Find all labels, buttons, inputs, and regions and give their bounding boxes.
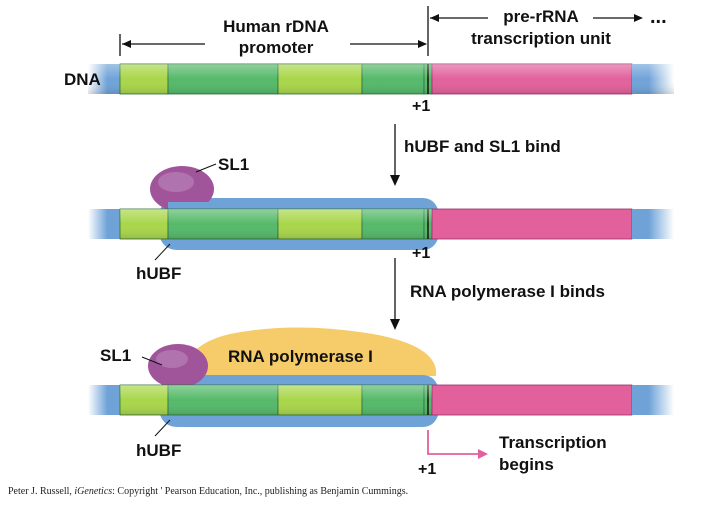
step-arrow-1 — [390, 124, 400, 186]
transcription-unit-label-line2: transcription unit — [471, 29, 611, 48]
sl1-leader-2 — [141, 356, 163, 366]
plus-one-label-1: +1 — [412, 98, 430, 115]
sl1-label-1: SL1 — [218, 155, 249, 174]
transcription-label-line1: Transcription — [499, 433, 607, 452]
hubf-label-1: hUBF — [136, 264, 181, 283]
step-arrow-2 — [390, 258, 400, 330]
sl1-protein-row-2 — [150, 166, 214, 212]
step-1-label: hUBF and SL1 bind — [404, 137, 561, 156]
hubf-leader-2 — [154, 419, 171, 437]
step-2-label: RNA polymerase I binds — [410, 282, 605, 301]
dna-label: DNA — [64, 70, 101, 89]
ellipsis: ... — [650, 6, 667, 28]
sl1-leader-1 — [195, 163, 217, 173]
promoter-label-line2: promoter — [239, 38, 314, 57]
credit-book: iGenetics — [74, 486, 113, 497]
sl1-label-2: SL1 — [100, 346, 131, 365]
promoter-label-line1: Human rDNA — [223, 17, 329, 36]
transcription-unit-label-line1: pre-rRNA — [503, 7, 579, 26]
transcription-unit-arrows — [430, 14, 643, 22]
hubf-label-2: hUBF — [136, 441, 181, 460]
copyright-credit: Peter J. Russell, iGenetics: Copyright '… — [8, 486, 408, 497]
dna-row-1 — [88, 63, 674, 95]
rna-polymerase-label: RNA polymerase I — [228, 347, 373, 366]
sl1-protein-row-3 — [148, 344, 208, 388]
credit-rest: : Copyright ' Pearson Education, Inc., p… — [112, 486, 409, 497]
rna-polymerase-shape — [186, 327, 436, 376]
hubf-leader-1 — [154, 243, 171, 261]
credit-author: Peter J. Russell, — [8, 486, 75, 497]
promoter-bracket — [119, 6, 429, 56]
transcription-label-line2: begins — [499, 455, 554, 474]
transcription-start-arrow — [427, 430, 488, 459]
plus-one-label-2: +1 — [412, 245, 430, 262]
plus-one-label-3: +1 — [418, 461, 436, 478]
dna-row-2 — [88, 166, 674, 250]
dna-row-3 — [88, 327, 674, 427]
